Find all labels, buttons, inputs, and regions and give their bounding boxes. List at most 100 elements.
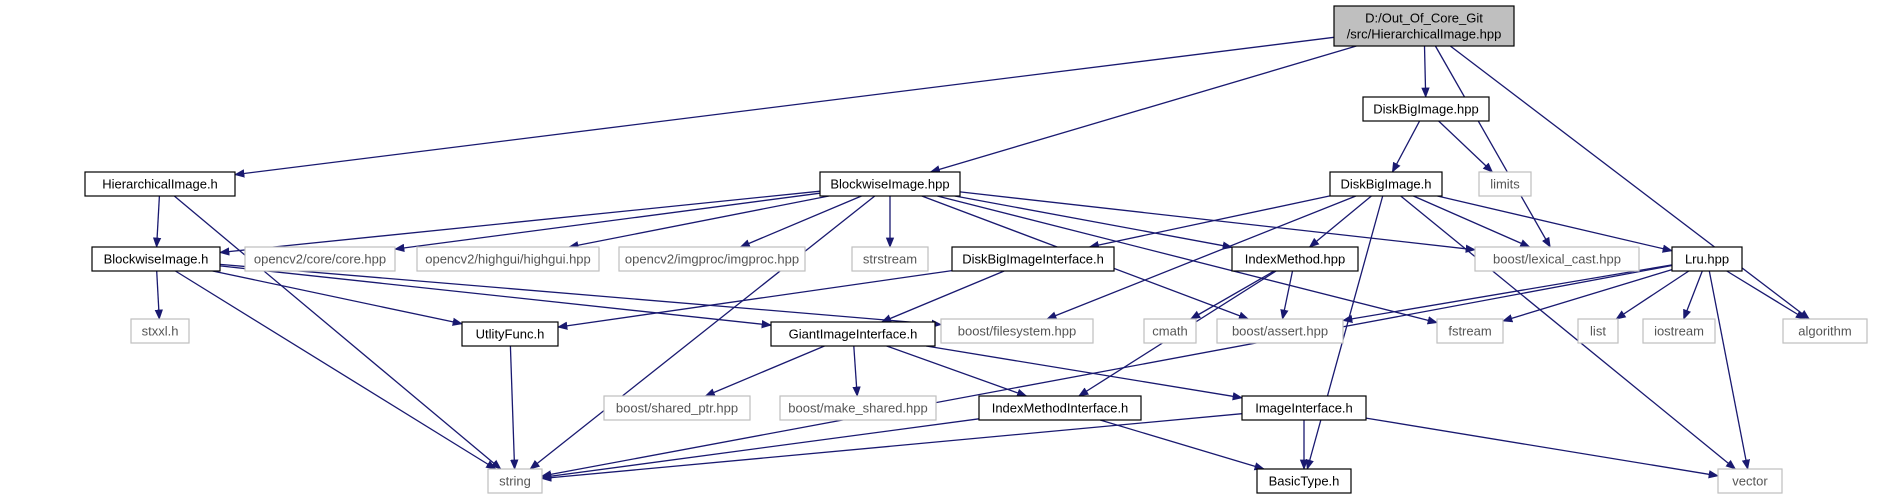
- edge-blockwiseimage-hpp-to-opencv-core: [393, 192, 821, 253]
- node-label: BlockwiseImage.hpp: [830, 176, 949, 191]
- node-label: boost/filesystem.hpp: [958, 323, 1077, 338]
- edge-lru-hpp-to-list: [1615, 270, 1690, 320]
- edge-diskbigimage-h-to-boost-lexical-cast: [1413, 195, 1531, 248]
- node-box: [978, 395, 1142, 421]
- node-root[interactable]: D:/Out_Of_Core_Git/src/HierarchicalImage…: [1333, 5, 1515, 47]
- edge-lru-hpp-to-boost-assert: [1341, 264, 1673, 323]
- node-diskbigimage-hpp[interactable]: DiskBigImage.hpp: [1362, 96, 1490, 122]
- edge-blockwiseimage-h-to-boost-filesystem: [219, 263, 943, 328]
- node-label: GiantImageInterface.h: [789, 326, 918, 341]
- edge-indexmethodinterface-h-to-basictype-h: [1099, 419, 1265, 471]
- edge-diskbigimage-h-to-basictype-h: [1305, 195, 1384, 471]
- node-basictype-h[interactable]: BasicType.h: [1256, 468, 1352, 494]
- node-box: [1717, 468, 1783, 494]
- node-opencv-highgui: opencv2/highgui/highgui.hpp: [416, 246, 600, 272]
- edge-root-to-diskbigimage-hpp: [1421, 45, 1430, 99]
- node-label: /src/HierarchicalImage.hpp: [1347, 26, 1502, 41]
- node-box: [1143, 318, 1197, 344]
- edge-root-to-hierarchicalimage-h: [233, 36, 1335, 178]
- node-fstream: fstream: [1436, 318, 1504, 344]
- node-boost-make-shared: boost/make_shared.hpp: [779, 395, 937, 421]
- node-hierarchicalimage-h[interactable]: HierarchicalImage.h: [84, 171, 236, 197]
- node-limits: limits: [1478, 171, 1532, 197]
- node-label: opencv2/highgui/highgui.hpp: [425, 251, 591, 266]
- edge-blockwiseimage-h-to-string: [175, 270, 497, 470]
- node-box: [1577, 318, 1619, 344]
- node-label: list: [1590, 323, 1606, 338]
- edge-diskbigimage-hpp-to-diskbigimage-h: [1391, 120, 1421, 173]
- node-boost-lexical-cast: boost/lexical_cast.hpp: [1474, 246, 1640, 272]
- edge-hierarchicalimage-h-to-string: [173, 195, 502, 470]
- edge-imageinterface-h-to-vector: [1365, 417, 1720, 479]
- edge-blockwiseimage-hpp-to-indexmethod-hpp: [954, 195, 1234, 250]
- edge-blockwiseimage-hpp-to-opencv-highgui: [568, 195, 830, 250]
- node-box: [84, 171, 236, 197]
- edge-blockwiseimage-h-to-utilityfunc-h: [212, 270, 464, 326]
- node-indexmethod-hpp[interactable]: IndexMethod.hpp: [1231, 246, 1359, 272]
- node-label: strstream: [863, 251, 917, 266]
- edge-diskbigimage-h-to-lru-hpp: [1437, 195, 1674, 253]
- edge-blockwiseimage-hpp-to-blockwiseimage-h: [218, 190, 821, 256]
- node-box: [244, 246, 396, 272]
- edge-giantimageinterface-h-to-indexmethodinterface-h: [886, 345, 1028, 397]
- node-box: [1333, 5, 1515, 47]
- edge-lru-hpp-to-string: [540, 264, 1673, 479]
- node-box: [1216, 318, 1344, 344]
- node-indexmethodinterface-h[interactable]: IndexMethodInterface.h: [978, 395, 1142, 421]
- node-boost-filesystem: boost/filesystem.hpp: [940, 318, 1094, 344]
- node-label: D:/Out_Of_Core_Git: [1365, 10, 1483, 25]
- node-giantimageinterface-h[interactable]: GiantImageInterface.h: [770, 321, 936, 347]
- node-box: [130, 318, 190, 344]
- node-diskbigimageinterface-h[interactable]: DiskBigImageInterface.h: [951, 246, 1115, 272]
- node-vector: vector: [1717, 468, 1783, 494]
- node-box: [851, 246, 929, 272]
- node-label: opencv2/core/core.hpp: [254, 251, 386, 266]
- node-imageinterface-h[interactable]: ImageInterface.h: [1241, 395, 1367, 421]
- node-label: DiskBigImageInterface.h: [962, 251, 1104, 266]
- edge-diskbigimage-h-to-boost-filesystem: [1046, 195, 1357, 320]
- node-box: [779, 395, 937, 421]
- edge-diskbigimage-hpp-to-limits: [1438, 120, 1494, 173]
- edge-lru-hpp-to-iostream: [1683, 270, 1703, 320]
- node-box: [819, 171, 961, 197]
- node-diskbigimage-h[interactable]: DiskBigImage.h: [1329, 171, 1443, 197]
- node-stxxl-h: stxxl.h: [130, 318, 190, 344]
- node-box: [940, 318, 1094, 344]
- node-cmath: cmath: [1143, 318, 1197, 344]
- edge-diskbigimage-h-to-diskbigimageinterface-h: [1088, 195, 1331, 250]
- node-opencv-imgproc: opencv2/imgproc/imgproc.hpp: [618, 246, 806, 272]
- node-blockwiseimage-h[interactable]: BlockwiseImage.h: [91, 246, 221, 272]
- node-label: IndexMethod.hpp: [1245, 251, 1345, 266]
- node-label: BlockwiseImage.h: [104, 251, 209, 266]
- edge-giantimageinterface-h-to-imageinterface-h: [925, 345, 1244, 401]
- node-box: [1642, 318, 1716, 344]
- edge-lru-hpp-to-algorithm: [1726, 270, 1807, 320]
- node-list: list: [1577, 318, 1619, 344]
- node-boost-shared-ptr: boost/shared_ptr.hpp: [603, 395, 751, 421]
- node-label: fstream: [1448, 323, 1491, 338]
- node-box: [1241, 395, 1367, 421]
- node-box: [487, 468, 543, 494]
- node-lru-hpp[interactable]: Lru.hpp: [1671, 246, 1743, 272]
- edge-indexmethod-hpp-to-boost-assert: [1280, 270, 1294, 321]
- node-label: limits: [1490, 176, 1520, 191]
- dependency-nodes: D:/Out_Of_Core_Git/src/HierarchicalImage…: [84, 5, 1868, 494]
- node-label: cmath: [1152, 323, 1187, 338]
- edge-blockwiseimage-hpp-to-boost-lexical-cast: [959, 191, 1477, 253]
- node-label: IndexMethodInterface.h: [992, 400, 1129, 415]
- node-label: string: [499, 473, 531, 488]
- node-algorithm: algorithm: [1782, 318, 1868, 344]
- node-blockwiseimage-hpp[interactable]: BlockwiseImage.hpp: [819, 171, 961, 197]
- node-utilityfunc-h[interactable]: UtlityFunc.h: [461, 321, 559, 347]
- node-box: [1256, 468, 1352, 494]
- edge-root-to-boost-lexical-cast: [1434, 45, 1551, 248]
- node-label: boost/shared_ptr.hpp: [616, 400, 738, 415]
- node-box: [1362, 96, 1490, 122]
- node-box: [461, 321, 559, 347]
- edge-lru-hpp-to-fstream: [1502, 268, 1673, 323]
- node-box: [1478, 171, 1532, 197]
- edge-utilityfunc-h-to-string: [509, 345, 519, 471]
- edge-diskbigimageinterface-h-to-giantimageinterface-h: [880, 270, 1005, 323]
- edge-diskbigimage-h-to-vector: [1400, 195, 1737, 470]
- node-label: DiskBigImage.h: [1340, 176, 1431, 191]
